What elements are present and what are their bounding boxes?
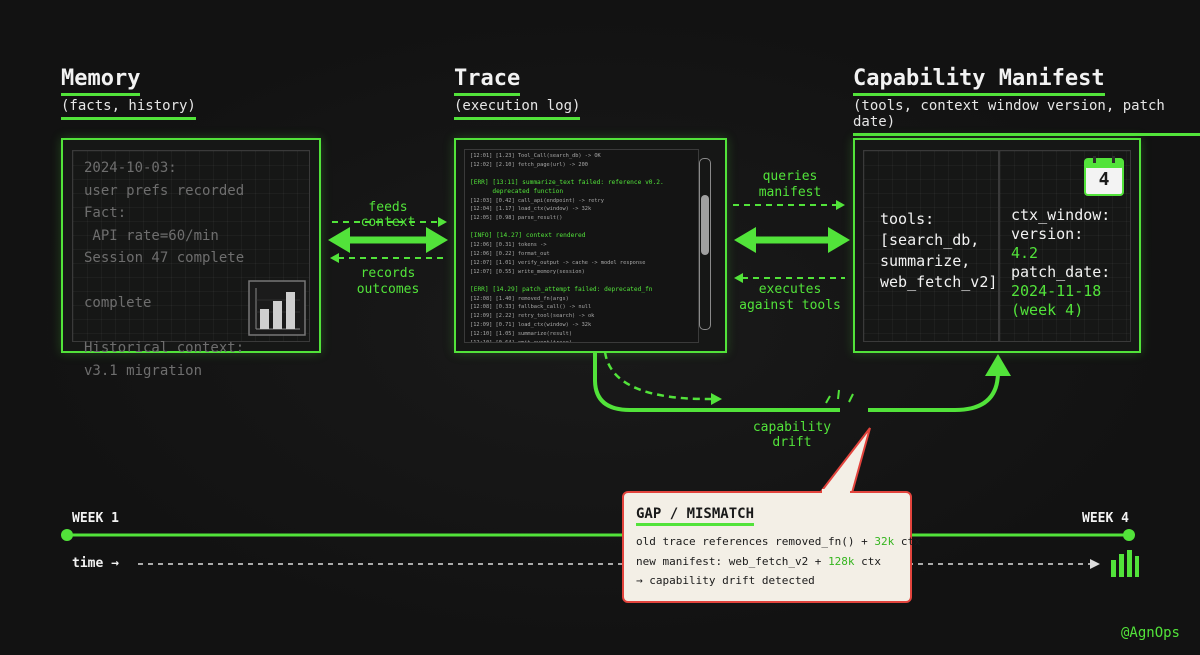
week-start-label: WEEK 1 [72, 511, 119, 526]
trace-log-line: [INFO] [14.27] context rendered [470, 232, 586, 240]
capability-drift-label: capability drift [752, 420, 832, 450]
queries-label: queries [762, 169, 818, 184]
trace-log-line: [12:09] [0.71] load_ctx(window) -> 32k [470, 322, 592, 329]
memory-panel [61, 138, 321, 353]
trace-log-line: [12:10] [0.64] emit_event(trace) [470, 339, 692, 342]
callout-title: GAP / MISMATCH [636, 506, 755, 526]
drift-curve-right [868, 371, 1000, 412]
trace-log-line: [ERR] [14.29] patch_attempt failed: depr… [470, 285, 653, 293]
gap-mismatch-callout: GAP / MISMATCH old trace references remo… [622, 491, 921, 603]
drift-curve-left [593, 352, 840, 412]
manifest-version-value: 4.2 [1011, 244, 1039, 262]
drift-dashed-path [603, 351, 713, 401]
trace-log-line: [12:07] [1.01] verify_output -> cache ->… [470, 259, 646, 266]
manifest-version-label: version: [1011, 225, 1084, 243]
week-end-label: WEEK 4 [1082, 511, 1129, 526]
manifest-patch-value: 2024-11-18 [1011, 282, 1102, 300]
records-label: records [360, 266, 416, 281]
bar-chart-icon [248, 280, 306, 336]
memory-facts: 2024-10-03: user prefs recorded Fact: AP… [84, 160, 245, 379]
manifest-subtitle: (tools, context window version, patch da… [853, 98, 1200, 136]
callout-line-old: old trace references removed_fn() + 32k … [636, 535, 921, 548]
trace-subtitle: (execution log) [454, 98, 581, 120]
outcomes-label: outcomes [356, 282, 420, 297]
manifest-panel [853, 138, 1141, 353]
trace-log-line: [12:06] [0.22] format_out [470, 250, 550, 257]
time-label: time → [72, 556, 119, 571]
callout-line-new: new manifest: web_fetch_v2 + 128k ctx [636, 555, 882, 568]
trace-log-line: [12:07] [0.55] write_memory(session) [470, 268, 585, 275]
feeds-context-label: feeds context [360, 200, 416, 230]
executes-label: executes [758, 282, 822, 297]
trace-scrollbar-thumb[interactable] [701, 195, 709, 255]
calendar-icon: 4 [1084, 156, 1124, 196]
manifest-title: Capability Manifest [853, 66, 1105, 96]
trace-log-line: [12:08] [0.33] fallback_call() -> null [470, 304, 592, 311]
trace-log-line: [12:02] [2.10] fetch_page(url) -> 200 [470, 161, 588, 168]
manifest-tools-column [863, 150, 999, 342]
memory-inner [72, 150, 310, 342]
trace-log-line: [12:05] [0.98] parse_result() [470, 215, 563, 222]
memory-title: Memory [61, 66, 141, 96]
calendar-day: 4 [1098, 169, 1110, 190]
trace-log-line: [12:09] [2.22] retry_tool(search) -> ok [470, 313, 595, 320]
trace-log-line: deprecated function [470, 187, 564, 195]
trace-log-line: [12:01] [1.23] Tool_Call(search_db) -> O… [470, 153, 601, 159]
trace-title: Trace [454, 66, 521, 96]
trace-log-area [464, 149, 699, 343]
manifest-ctx-label: ctx_window: [1011, 206, 1111, 224]
manifest-week-value: (week 4) [1011, 301, 1084, 319]
manifest-patch-label: patch_date: [1011, 263, 1111, 281]
trace-log-line: [12:03] [0.42] call_api(endpoint) -> ret… [470, 197, 604, 204]
trace-log-line: [12:06] [0.31] tokens -> [470, 242, 547, 249]
against-tools-label: against tools [739, 298, 841, 313]
callout-seam [822, 489, 850, 495]
manifest-label: manifest [758, 185, 822, 200]
trace-log-line: [ERR] [13:11] summarize_text failed: ref… [470, 178, 664, 186]
trace-log-line: [12:10] [1.05] summarize(result) [470, 331, 573, 338]
trace-log-line: [12:04] [1.17] load_ctx(window) -> 32k [470, 206, 592, 213]
trace-log-line: [12:08] [1.40] removed_fn(args) [470, 295, 569, 302]
memory-subtitle: (facts, history) [61, 98, 196, 120]
bars-icon [1111, 550, 1139, 577]
trace-scrollbar[interactable] [699, 158, 711, 330]
trace-panel [454, 138, 727, 353]
watermark: @AgnOps [1120, 625, 1180, 641]
manifest-tools: tools: [search_db, summarize, web_fetch_… [880, 210, 998, 291]
trace-log: [12:01] [1.23] Tool_Call(search_db) -> O… [470, 152, 692, 342]
callout-line-detected: → capability drift detected [636, 574, 815, 587]
